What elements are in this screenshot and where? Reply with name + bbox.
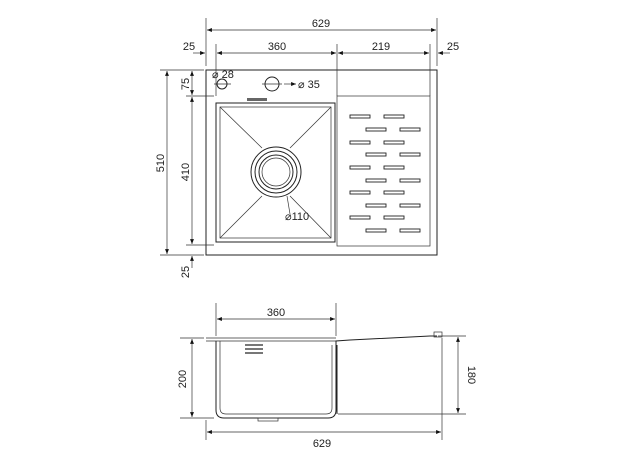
drainer-slot <box>399 228 421 233</box>
side-drainer-height-label: 180 <box>465 366 477 384</box>
drainer-slot <box>349 140 371 145</box>
overall-depth-label: 510 <box>155 154 167 172</box>
drainer-slot <box>349 165 371 170</box>
drainer-slot <box>349 114 371 119</box>
drainer-width-label: 219 <box>372 41 390 53</box>
drain-diameter-label: ⌀110 <box>285 211 309 223</box>
drainer-slot <box>383 165 405 170</box>
drainer-slot <box>365 228 387 233</box>
drainer-slot <box>349 215 371 220</box>
bowl-width-label: 360 <box>268 41 286 53</box>
drainer-slot <box>365 152 387 157</box>
drainer-slot <box>399 203 421 208</box>
top-margin-label: 75 <box>180 78 192 90</box>
top-view: ⌀110 <box>155 18 459 278</box>
bowl-depth-label: 410 <box>180 163 192 181</box>
drainer-board <box>336 95 431 247</box>
drainer-slot <box>399 178 421 183</box>
side-drainer-profile <box>335 331 443 414</box>
side-view: 360 629 200 180 <box>177 303 477 450</box>
bowl <box>215 98 336 243</box>
drainer-slot <box>365 203 387 208</box>
drainer-slot <box>365 127 387 132</box>
right-margin-label: 25 <box>447 41 459 53</box>
drainer-slot <box>399 127 421 132</box>
bottom-margin-label: 25 <box>180 266 192 278</box>
drainer-slot <box>383 140 405 145</box>
drainer-slot <box>383 215 405 220</box>
drainer-slot <box>383 114 405 119</box>
drainer-slot <box>349 190 371 195</box>
left-margin-label: 25 <box>183 41 195 53</box>
tap-holes <box>214 76 296 92</box>
drainer-slot <box>365 178 387 183</box>
side-bowl-height-label: 200 <box>177 370 189 388</box>
side-overall-width-label: 629 <box>313 438 331 450</box>
drainer-slot <box>383 190 405 195</box>
overall-width-label: 629 <box>312 18 330 30</box>
side-bowl-width-label: 360 <box>267 307 285 319</box>
tap-hole-large-label: ⌀ 35 <box>298 79 320 91</box>
sink-outline <box>205 69 438 256</box>
tap-hole-small-label: ⌀ 28 <box>212 69 234 81</box>
drainer-slot <box>399 152 421 157</box>
side-bowl-profile <box>206 337 337 422</box>
drain <box>250 146 302 215</box>
